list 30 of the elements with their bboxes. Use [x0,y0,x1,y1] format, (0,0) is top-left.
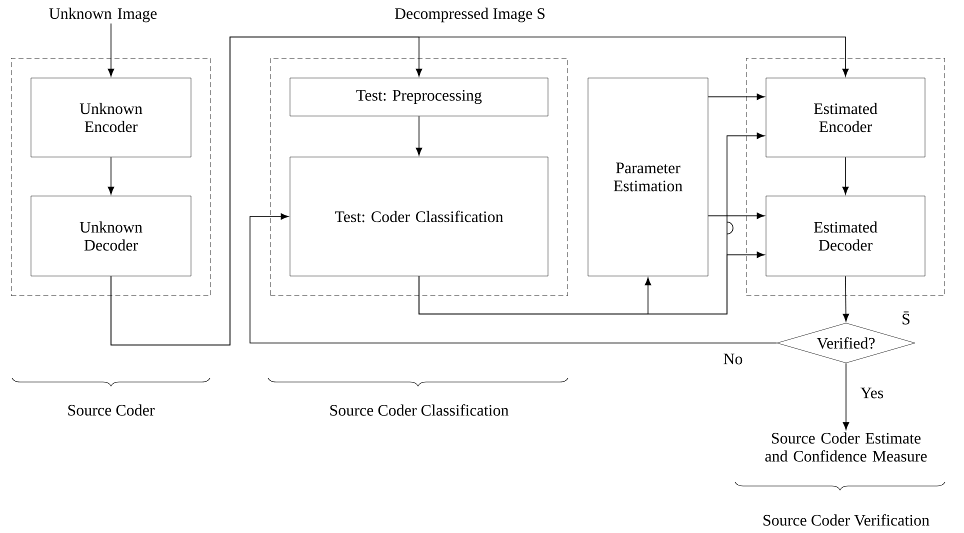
arrow [416,116,422,156]
edge-label: No [724,354,742,364]
dashed-group-frame [746,58,945,296]
arrow [418,252,765,314]
group-label: Source Coder Classification [330,404,509,416]
arrow [108,156,114,195]
caption-text: Source Coder Estimate and Confidence Measure [765,432,927,462]
dashed-group-frame [11,58,211,296]
process-box: Estimated Decoder [766,196,926,276]
arrow [842,362,850,430]
group-label: Source Coder [68,404,155,416]
process-box: Estimated Encoder [766,78,926,158]
arrow [708,212,765,219]
process-box: Test: Coder Classification [290,156,548,276]
process-box: Test: Preprocessing [290,78,548,116]
process-box: Parameter Estimation [588,78,708,276]
edge-label: Yes [860,388,884,398]
arrow [708,94,765,100]
dashed-group-frame [270,58,568,296]
edge-label: S̄ [902,312,910,324]
group-label: Source Coder Verification [764,514,930,526]
arrow [250,213,778,344]
process-box: Unknown Encoder [30,78,192,158]
arrow [842,156,849,195]
arrow [108,23,114,77]
edge-label: Decompressed Image S [394,8,545,22]
arrow [842,276,850,322]
process-box: Unknown Decoder [30,196,192,276]
caption-text: Unknown Image [49,8,157,22]
arrow [110,36,849,346]
